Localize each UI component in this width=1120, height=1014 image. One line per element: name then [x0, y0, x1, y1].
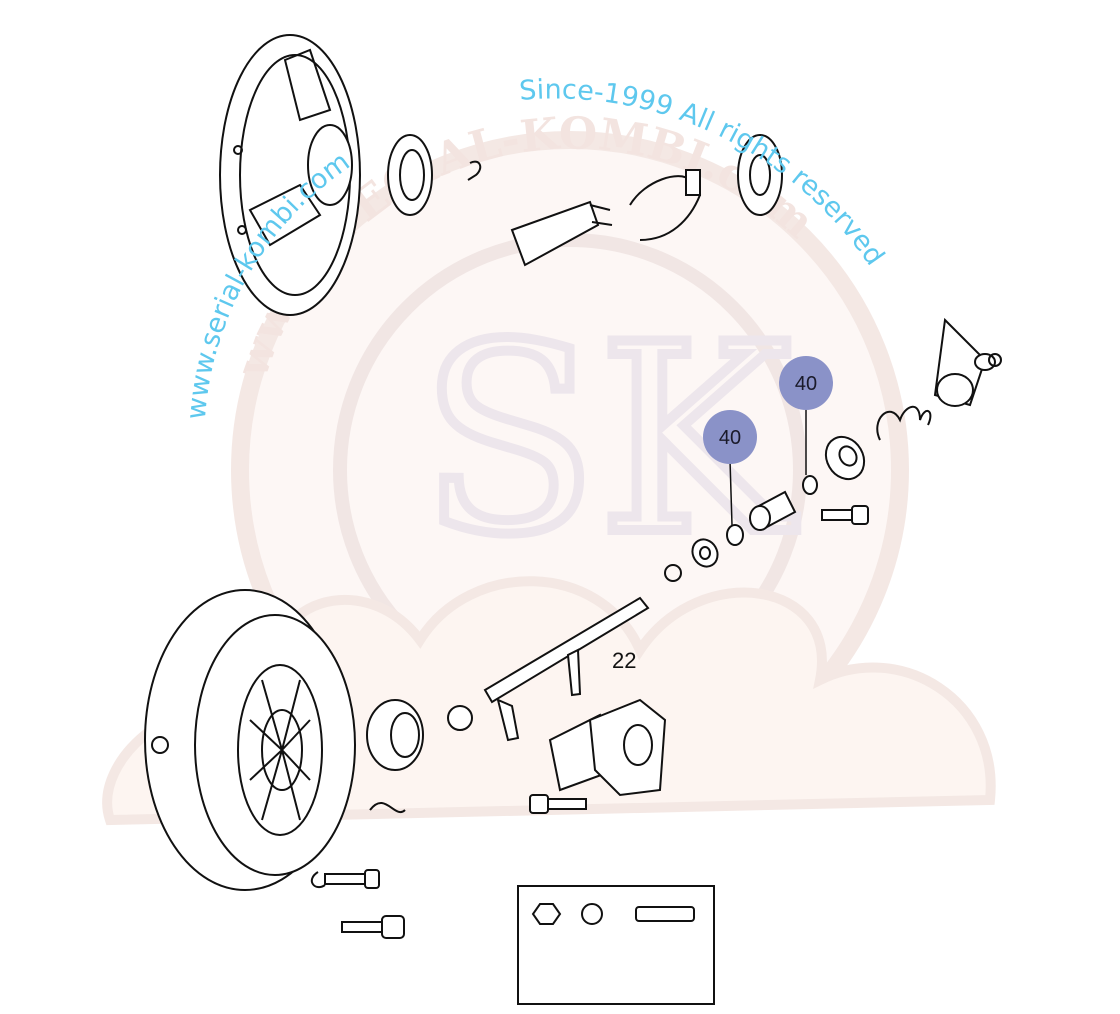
release-bearing-top: [737, 134, 783, 216]
spring-bushing-left: [726, 524, 744, 546]
bolt-bottom-center: [529, 794, 587, 814]
part-label-22: 22: [612, 648, 636, 673]
release-ring: [387, 134, 433, 216]
clutch-housing-top: [219, 34, 361, 316]
pressure-plate: [144, 589, 356, 891]
callout-40-right[interactable]: 40: [779, 356, 833, 475]
svg-text:40: 40: [795, 373, 817, 395]
release-bearing-bottom: [366, 699, 424, 813]
washer: [691, 538, 719, 568]
circlip: [664, 564, 682, 582]
stud: [635, 906, 695, 922]
return-spring: [876, 405, 932, 441]
bolts-bottom-left: [310, 869, 405, 939]
sleeve: [749, 490, 797, 531]
hardware-kit-box: [517, 885, 715, 1005]
guide-tube: [548, 698, 667, 797]
callout-40-left[interactable]: 40: [703, 410, 757, 526]
svg-text:40: 40: [719, 427, 741, 449]
pulley: [824, 435, 866, 481]
spring-bushing-right: [802, 475, 818, 495]
nut: [531, 903, 562, 925]
lock-washer: [581, 903, 603, 925]
bolt-right: [821, 505, 869, 525]
clip: [467, 160, 482, 181]
bushing: [447, 705, 473, 731]
release-fork-top: [510, 169, 702, 267]
release-shaft: [483, 596, 650, 742]
connecting-rod: [933, 317, 1002, 407]
